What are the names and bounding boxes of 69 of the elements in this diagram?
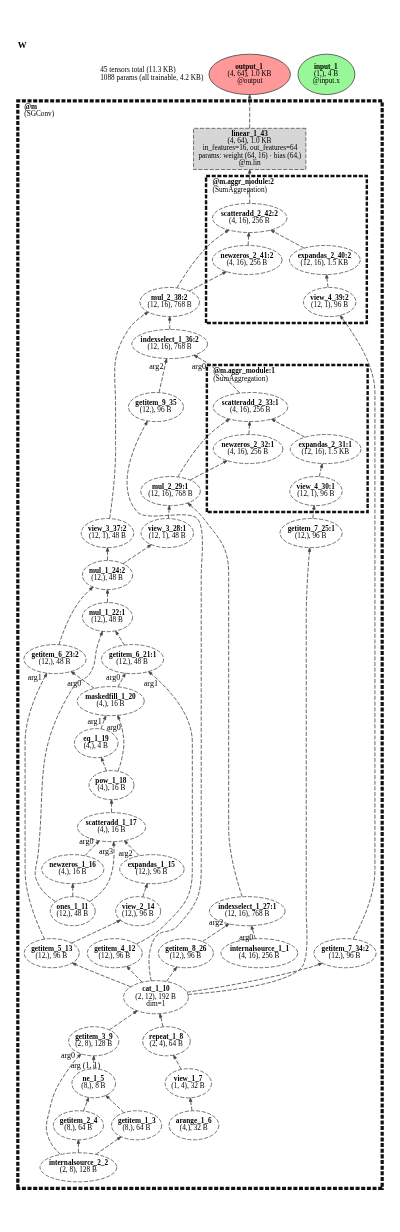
- edge-label: arg1: [143, 678, 158, 688]
- arrow: [105, 588, 110, 603]
- arrow: [193, 354, 240, 393]
- arrow: [325, 273, 329, 288]
- arrow: [188, 270, 227, 291]
- edge-label: arg1: [27, 672, 42, 682]
- arrow: [248, 93, 252, 129]
- arrow: [176, 229, 230, 288]
- arrow: [173, 1054, 182, 1070]
- arrow: [318, 462, 324, 477]
- edge-label: arg3: [98, 846, 114, 856]
- arrow: [123, 839, 140, 856]
- arrow: [270, 229, 305, 248]
- arrow: [71, 919, 121, 943]
- arrow: [92, 1054, 96, 1069]
- arrow: [71, 962, 132, 987]
- arrow: [250, 924, 256, 939]
- arrow: [84, 839, 100, 856]
- arrow: [312, 504, 316, 519]
- arrow: [187, 502, 243, 897]
- arrow: [189, 1096, 193, 1111]
- arrow: [136, 670, 193, 944]
- edge-label: arg0: [67, 678, 82, 688]
- arrow: [100, 714, 107, 729]
- arrow: [247, 420, 252, 435]
- arrow: [339, 314, 376, 939]
- arrow: [95, 1136, 122, 1155]
- arrow: [45, 1053, 82, 1155]
- arrow: [83, 1096, 90, 1111]
- arrow: [105, 1094, 125, 1113]
- arrow: [71, 882, 75, 897]
- arrow: [166, 966, 178, 982]
- diagram-title: W: [17, 39, 27, 50]
- arrow: [142, 882, 148, 897]
- arrow: [122, 543, 152, 564]
- arrow: [34, 630, 103, 902]
- arrow: [117, 714, 125, 771]
- arrow: [158, 357, 168, 393]
- arrow: [189, 459, 228, 480]
- arrow: [70, 670, 95, 689]
- arrow: [105, 546, 110, 561]
- arrow: [186, 962, 323, 993]
- arrow: [187, 546, 312, 995]
- edge-label: arg0: [106, 672, 121, 682]
- arrow: [271, 418, 306, 437]
- arrow: [109, 798, 114, 813]
- edge-label: arg (1, 1): [70, 1060, 101, 1070]
- arrow: [126, 420, 203, 981]
- arrow: [58, 586, 94, 645]
- arrow: [126, 965, 143, 982]
- arrow: [202, 923, 230, 942]
- arrow: [159, 1012, 164, 1027]
- arrow: [168, 315, 172, 330]
- arrow: [177, 418, 231, 477]
- arrow: [89, 841, 116, 902]
- edge-label: arg1: [87, 716, 102, 726]
- arrow: [246, 231, 251, 246]
- arrow: [76, 1139, 81, 1153]
- arrow: [100, 756, 107, 771]
- arrow: [248, 168, 252, 204]
- edge-label: arg2: [149, 361, 164, 371]
- edge-label: arg2: [209, 917, 224, 927]
- arrow: [117, 672, 126, 687]
- edge-label: arg0: [191, 361, 206, 371]
- arrow: [109, 1009, 138, 1030]
- arrow: [167, 504, 171, 519]
- arrow: [115, 630, 125, 645]
- arrow: [109, 311, 149, 519]
- arrow: [24, 672, 48, 939]
